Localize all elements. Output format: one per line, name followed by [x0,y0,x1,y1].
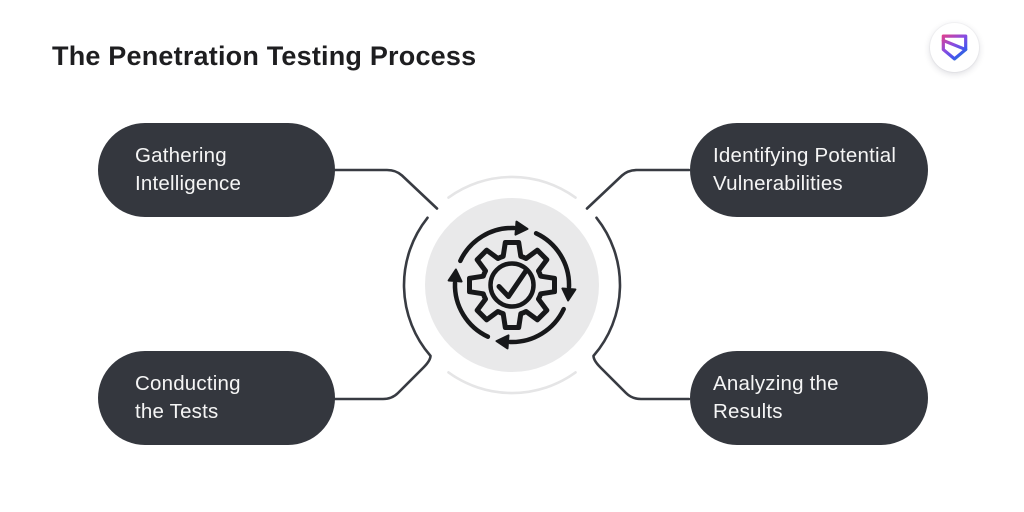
connector-bottom-right-arc [592,216,691,401]
node-conducting-the-tests: Conducting the Tests [98,351,335,445]
connector-bottom-left-arc [333,216,432,401]
node-label-line: Conducting [135,372,241,395]
node-label-line: Identifying Potential [713,144,897,167]
node-label-line: Intelligence [135,172,242,195]
node-analyzing-the-results: Analyzing the Results [690,351,928,445]
ring-arc-bottom [447,371,577,395]
check-icon [496,269,528,299]
gradient-shield-icon [941,34,968,61]
node-label-line: the Tests [135,400,219,423]
connector-top-right [585,168,691,210]
connector-top-left [333,168,439,210]
node-identifying-potential-vulnerabilities: Identifying Potential Vulnerabilities [690,123,928,217]
node-label-line: Vulnerabilities [713,172,843,195]
node-label-line: Gathering [135,144,227,167]
gear-sync-check-icon [449,220,576,349]
ring-arc-top [447,175,577,199]
node-label-line: Analyzing the [713,372,839,395]
page-title: The Penetration Testing Process [52,41,477,71]
brand-logo [930,23,979,72]
node-gathering-intelligence: Gathering Intelligence [98,123,335,217]
center-circle [425,198,599,372]
node-label-line: Results [713,400,783,423]
gear-icon [467,240,557,330]
